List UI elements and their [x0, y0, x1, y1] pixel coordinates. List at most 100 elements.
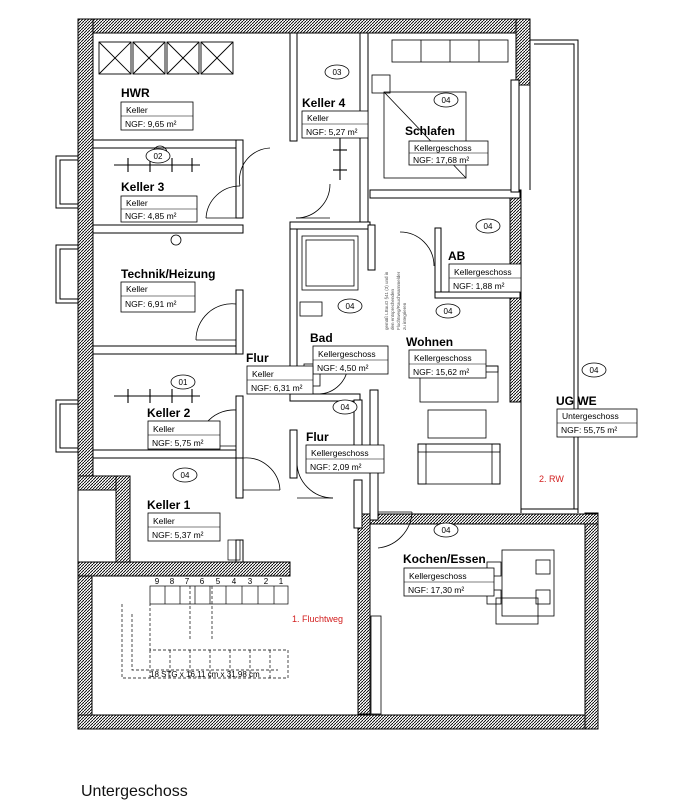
room-name: Bad: [310, 331, 333, 345]
room-area: NGF: 5,37 m²: [152, 530, 204, 540]
tag: 04: [337, 298, 363, 314]
tag: 04: [433, 522, 459, 538]
hwr-window-grid: [98, 41, 234, 75]
room-hwr: HWR Keller NGF: 9,65 m²: [120, 86, 194, 131]
page-caption: Untergeschoss: [81, 783, 188, 800]
svg-text:04: 04: [444, 307, 453, 316]
tag: 03: [324, 64, 350, 80]
room-flur-1: Flur Keller NGF: 6,31 m²: [246, 351, 314, 395]
svg-text:9: 9: [155, 577, 160, 586]
room-type: Keller: [252, 369, 274, 379]
kitchen-furniture: [370, 549, 555, 715]
room-area: NGF: 4,85 m²: [125, 211, 177, 221]
door-swings: [195, 147, 435, 549]
room-name: Wohnen: [406, 335, 453, 349]
room-area: NGF: 5,27 m²: [306, 127, 358, 137]
svg-text:den entsprechenden: den entsprechenden: [390, 288, 395, 330]
svg-text:2: 2: [264, 577, 269, 586]
room-tags: 03 04 02 04 04 04 01 04 04 04 04: [145, 64, 607, 538]
room-technik: Technik/Heizung Keller NGF: 6,91 m²: [120, 267, 215, 313]
room-flur-2: Flur Kellergeschoss NGF: 2,09 m²: [305, 430, 385, 474]
building-code-note: gemäß LBauO §41 (3) und in den entsprech…: [384, 271, 407, 330]
room-area: NGF: 2,09 m²: [310, 462, 362, 472]
room-type: Untergeschoss: [562, 411, 619, 421]
tag: 02: [145, 148, 171, 164]
svg-text:04: 04: [442, 96, 451, 105]
svg-text:04: 04: [590, 366, 599, 375]
room-keller1: Keller 1 Keller NGF: 5,37 m²: [147, 498, 221, 542]
room-type: Keller: [153, 424, 175, 434]
staircase: [121, 539, 289, 679]
room-keller3: Keller 3 Keller NGF: 4,85 m²: [120, 180, 198, 223]
svg-text:zu integrieren: zu integrieren: [402, 302, 407, 330]
svg-text:3: 3: [248, 577, 253, 586]
room-type: Keller: [307, 113, 329, 123]
window-niches: [55, 155, 79, 453]
room-area: NGF: 4,50 m²: [317, 363, 369, 373]
tag: 04: [332, 399, 358, 415]
room-ab: AB Kellergeschoss NGF: 1,88 m²: [448, 249, 522, 293]
outer-walls: [77, 18, 599, 730]
svg-text:4: 4: [232, 577, 237, 586]
room-name: Kochen/Essen: [403, 552, 486, 566]
svg-text:04: 04: [181, 471, 190, 480]
room-type: Kellergeschoss: [409, 571, 467, 581]
room-keller4: Keller 4 Keller NGF: 5,27 m²: [301, 96, 369, 139]
svg-text:1: 1: [279, 577, 284, 586]
room-area: NGF: 1,88 m²: [453, 281, 505, 291]
room-name: UG WE: [556, 394, 597, 408]
room-name: Schlafen: [405, 124, 455, 138]
room-type: Keller: [126, 105, 148, 115]
living-furniture: [417, 365, 501, 485]
room-area: NGF: 17,30 m²: [408, 585, 464, 595]
tag: 01: [170, 374, 196, 390]
stair-dimension-label: 18 STG x 16,11 cm x 31,98 cm: [150, 670, 260, 679]
room-name: Keller 2: [147, 406, 191, 420]
svg-text:04: 04: [341, 403, 350, 412]
room-keller2: Keller 2 Keller NGF: 5,75 m²: [147, 406, 221, 450]
room-area: NGF: 17,68 m²: [413, 155, 469, 165]
svg-text:5: 5: [216, 577, 221, 586]
tag: 04: [435, 303, 461, 319]
svg-text:04: 04: [484, 222, 493, 231]
room-name: Technik/Heizung: [121, 267, 215, 281]
tag: 04: [581, 362, 607, 378]
svg-text:02: 02: [154, 152, 163, 161]
tag: 04: [475, 218, 501, 234]
svg-text:7: 7: [185, 577, 190, 586]
room-bad: Bad Kellergeschoss NGF: 4,50 m²: [310, 331, 389, 375]
room-name: Flur: [306, 430, 329, 444]
tag: 04: [172, 467, 198, 483]
terrace-outline: [520, 39, 579, 513]
room-name: Keller 3: [121, 180, 165, 194]
room-name: Keller 4: [302, 96, 346, 110]
room-name: Keller 1: [147, 498, 191, 512]
svg-text:04: 04: [442, 526, 451, 535]
room-area: NGF: 6,31 m²: [251, 383, 303, 393]
room-type: Keller: [126, 198, 148, 208]
room-type: Kellergeschoss: [414, 143, 472, 153]
room-area: NGF: 5,75 m²: [152, 438, 204, 448]
room-area: NGF: 15,62 m²: [413, 367, 469, 377]
room-name: AB: [448, 249, 466, 263]
svg-text:8: 8: [170, 577, 175, 586]
svg-text:04: 04: [346, 302, 355, 311]
room-type: Kellergeschoss: [454, 267, 512, 277]
escape-route-1-label: 1. Fluchtweg: [292, 614, 343, 624]
svg-text:01: 01: [179, 378, 188, 387]
room-type: Keller: [126, 284, 148, 294]
room-type: Kellergeschoss: [311, 448, 369, 458]
room-area: NGF: 9,65 m²: [125, 119, 177, 129]
room-kochen-essen: Kochen/Essen Kellergeschoss NGF: 17,30 m…: [403, 552, 495, 597]
room-type: Kellergeschoss: [318, 349, 376, 359]
room-ug-we: UG WE Untergeschoss NGF: 55,75 m²: [556, 394, 638, 438]
room-schlafen: Schlafen Kellergeschoss NGF: 17,68 m²: [405, 124, 489, 166]
room-type: Kellergeschoss: [414, 353, 472, 363]
room-type: Keller: [153, 516, 175, 526]
room-area: NGF: 55,75 m²: [561, 425, 617, 435]
stair-step-numbers: 9 8 7 6 5 4 3 2 1: [155, 577, 284, 586]
room-wohnen: Wohnen Kellergeschoss NGF: 15,62 m²: [406, 335, 487, 379]
room-name: Flur: [246, 351, 269, 365]
room-area: NGF: 6,91 m²: [125, 299, 177, 309]
